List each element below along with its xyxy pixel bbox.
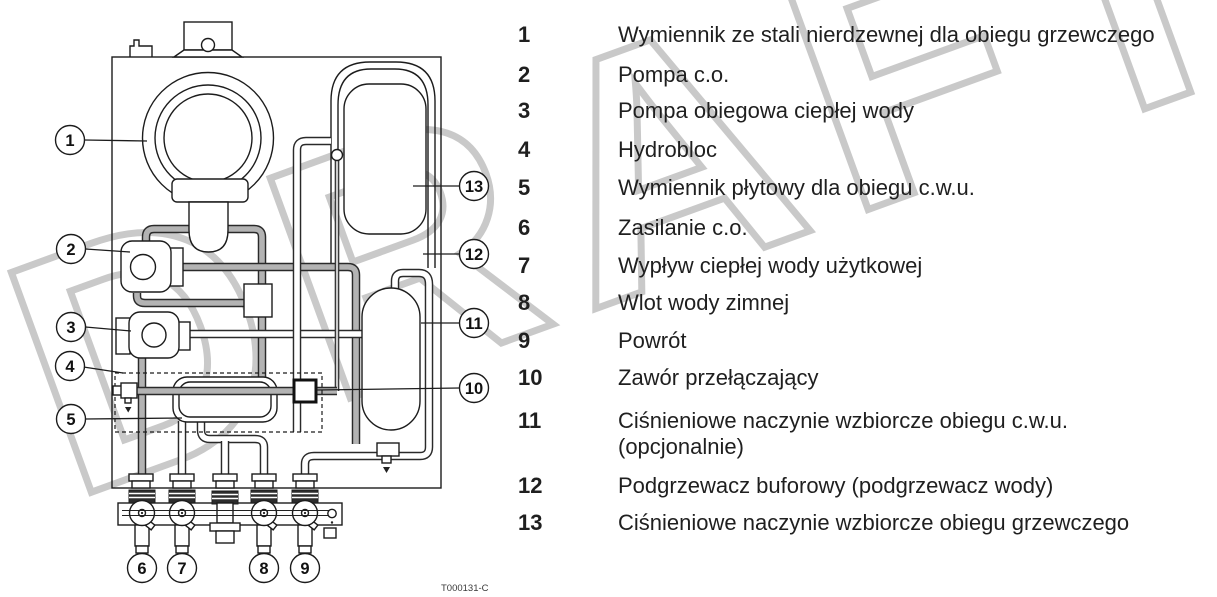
legend-row: 1 Wymiennik ze stali nierdzewnej dla obie… (518, 22, 1155, 48)
callout-3-number: 3 (66, 319, 75, 337)
callout-12: 12 (458, 238, 490, 270)
manifold-plug (323, 527, 337, 539)
callout-12-number: 12 (465, 246, 483, 264)
figure-code: T000131-C (441, 583, 489, 594)
boiler-casing (111, 21, 442, 489)
boiler-schematic: 1 2 3 4 5 6 7 8 9 10 11 12 13 (54, 21, 490, 584)
legend-row: 8 Wlot wody zimnej (518, 290, 789, 316)
callout-11-number: 11 (465, 315, 482, 333)
callout-6: 6 (126, 552, 158, 584)
legend-item-label: Wymiennik płytowy dla obiegu c.w.u. (618, 175, 975, 200)
legend-item-number: 1 (518, 22, 531, 47)
legend-item-number: 5 (518, 175, 531, 200)
heating-pump (120, 240, 184, 293)
callout-5: 5 (55, 403, 87, 435)
vessel-sensor (330, 148, 344, 162)
callout-7-number: 7 (177, 560, 186, 578)
diverter-valve (292, 378, 318, 404)
dhw-expansion-vessel (361, 287, 421, 431)
dhw-pump (115, 311, 191, 359)
callout-10: 10 (458, 372, 490, 404)
legend-item-number: 9 (518, 328, 531, 353)
callout-9: 9 (289, 552, 321, 584)
legend-item-number: 12 (518, 473, 543, 498)
valve-caps (128, 489, 319, 505)
callout-10-number: 10 (465, 380, 483, 398)
legend-item-label: Pompa obiegowa ciepłej wody (618, 98, 914, 123)
pressure-relief-fitting (112, 382, 138, 413)
expansion-vessel-bracket (330, 61, 436, 268)
siphon (188, 201, 229, 253)
legend-item-number: 7 (518, 253, 531, 278)
legend-item-number: 2 (518, 62, 531, 87)
callout-11: 11 (458, 307, 490, 339)
legend-item-number: 13 (518, 510, 543, 535)
legend-item-number: 8 (518, 290, 531, 315)
legend-row: 3 Pompa obiegowa ciepłej wody (518, 98, 914, 124)
legend-item-number: 6 (518, 215, 531, 240)
callout-1: 1 (54, 124, 86, 156)
legend-row: 9 Powrót (518, 328, 686, 354)
legend-item-label: Ciśnieniowe naczynie wzbiorcze obiegu gr… (618, 510, 1130, 535)
callout-7: 7 (166, 552, 198, 584)
legend-item-label: Powrót (618, 328, 687, 353)
legend-item-number: 4 (518, 137, 531, 162)
legend-item-number: 10 (518, 365, 543, 390)
callout-8-number: 8 (259, 560, 268, 578)
legend-item-label: Wlot wody zimnej (618, 290, 790, 315)
gas-connection (209, 502, 241, 544)
legend-row: 6 Zasilanie c.o. (518, 215, 748, 241)
legend-row: 11 Ciśnieniowe naczynie wzbiorcze obiegu … (518, 408, 1068, 460)
callout-3: 3 (55, 311, 87, 343)
main-heat-exchanger (141, 71, 275, 253)
drain-fitting (376, 442, 400, 473)
callout-1-number: 1 (65, 132, 74, 150)
legend-item-label: Pompa c.o. (618, 62, 730, 87)
manifold-gauge (327, 508, 337, 519)
callout-8: 8 (248, 552, 280, 584)
leader-lines (83, 139, 460, 420)
legend-row: 12 Podgrzewacz buforowy (podgrzewacz wody… (518, 473, 1053, 499)
legend-item-label: Hydrobloc (618, 137, 718, 162)
legend-row: 10 Zawór przełączający (518, 365, 819, 391)
callout-4: 4 (54, 350, 86, 382)
legend-row: 2 Pompa c.o. (518, 62, 729, 88)
pipes (132, 136, 434, 474)
bottom-flanges (128, 473, 318, 489)
heating-expansion-vessel (343, 83, 427, 235)
legend-item-label: Wypływ ciepłej wody użytkowej (618, 253, 923, 278)
top-bracket (129, 39, 153, 57)
legend-item-label: Wymiennik ze stali nierdzewnej dla obieg… (618, 22, 1155, 47)
legend-row: 5 Wymiennik płytowy dla obiegu c.w.u. (518, 175, 975, 201)
callout-13: 13 (458, 170, 490, 202)
connection-manifold (117, 489, 343, 554)
legend-item-number: 11 (518, 408, 542, 433)
callout-5-number: 5 (66, 411, 75, 429)
legend-row: 4 Hydrobloc (518, 137, 717, 163)
callout-9-number: 9 (300, 560, 309, 578)
legend-item-label: Ciśnieniowe naczynie wzbiorcze obiegu c.… (618, 408, 1069, 459)
callout-2: 2 (55, 233, 87, 265)
callout-4-number: 4 (65, 358, 75, 376)
legend-row: 7 Wypływ ciepłej wody użytkowej (518, 253, 922, 279)
callout-6-number: 6 (137, 560, 146, 578)
sight-glass (243, 283, 273, 318)
callout-13-number: 13 (465, 178, 483, 196)
legend-row: 13 Ciśnieniowe naczynie wzbiorcze obiegu … (518, 510, 1129, 536)
legend-item-number: 3 (518, 98, 531, 123)
service-valves (128, 499, 319, 554)
legend-item-label: Zasilanie c.o. (618, 215, 748, 240)
legend-item-label: Zawór przełączający (618, 365, 819, 390)
callout-2-number: 2 (66, 241, 75, 259)
legend-item-label: Podgrzewacz buforowy (podgrzewacz wody) (618, 473, 1054, 498)
